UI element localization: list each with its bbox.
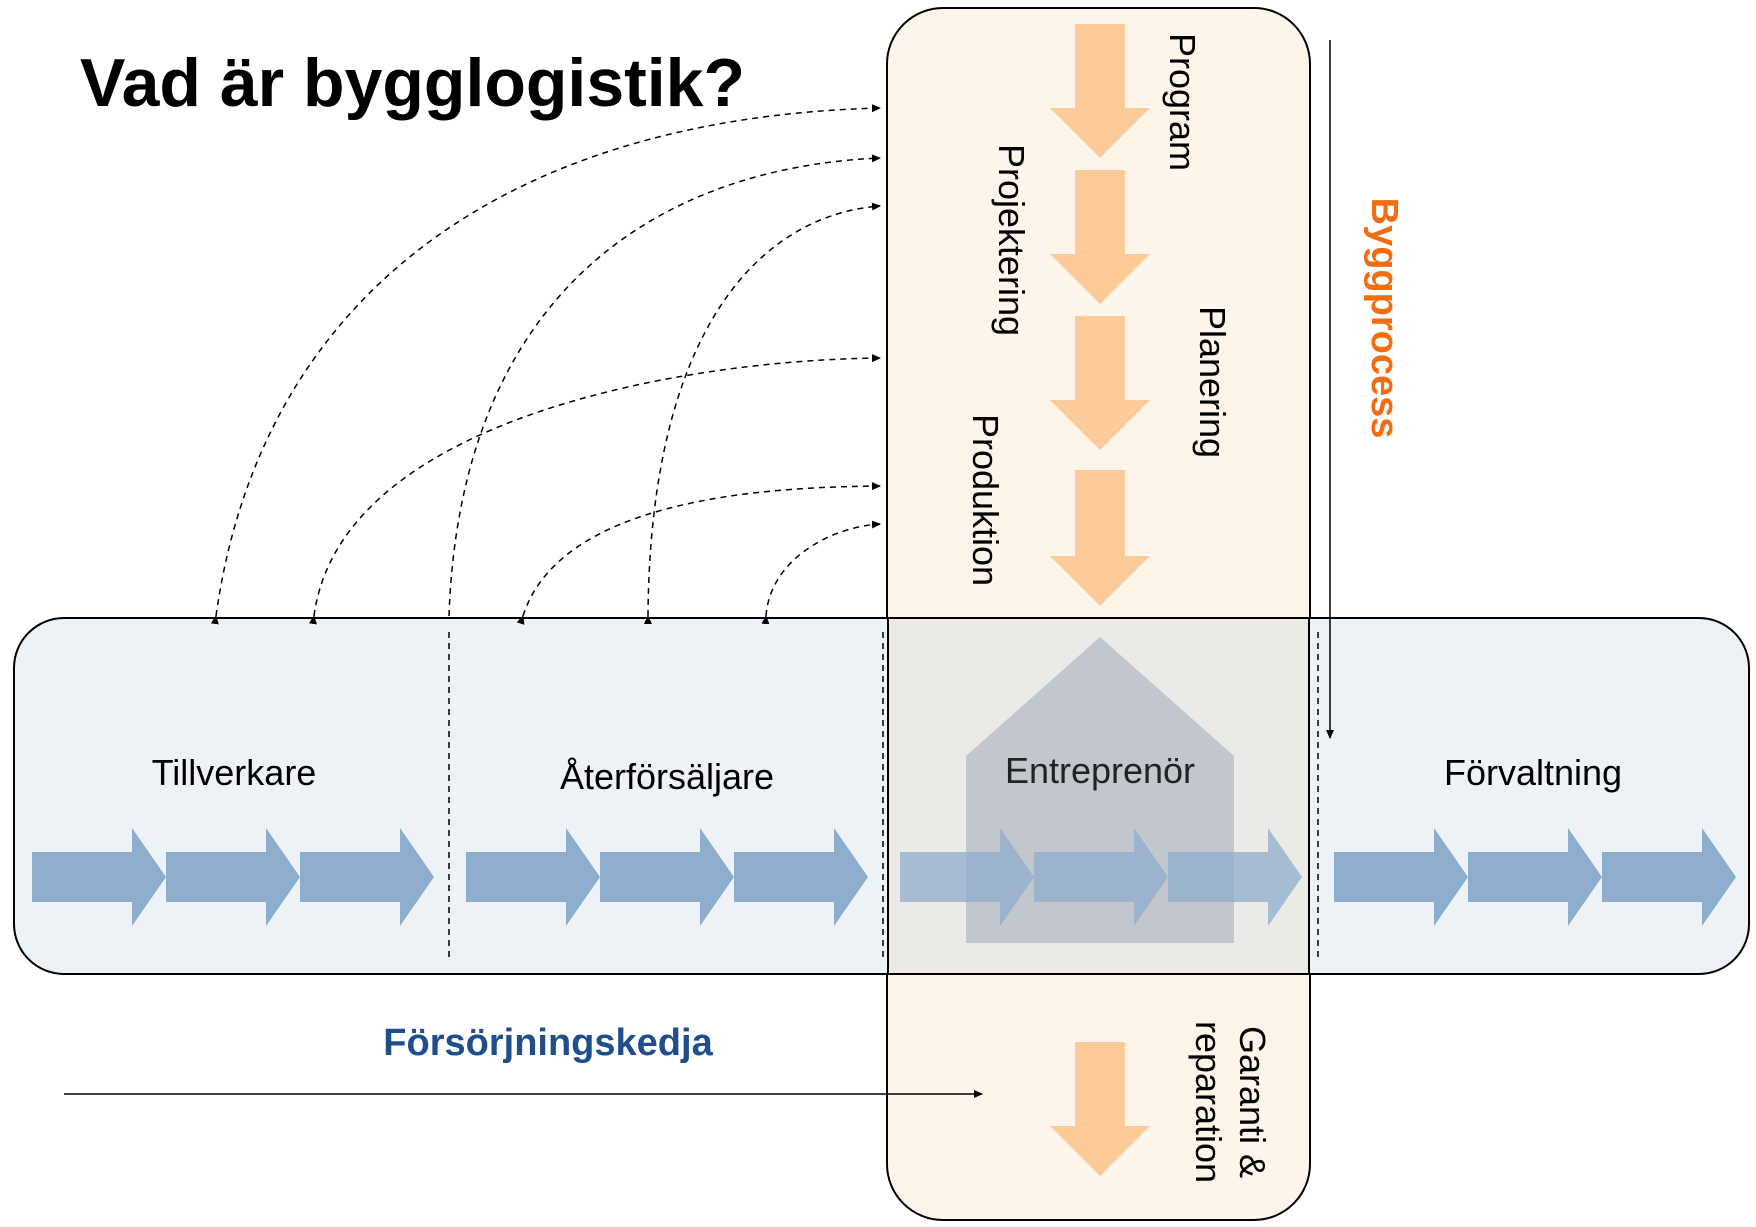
band-overlap-area (888, 619, 1309, 973)
phase-arrow (1050, 24, 1150, 158)
stage-label-facility-management: Förvaltning (1444, 752, 1622, 793)
chain-arrow (1034, 828, 1168, 926)
chain-arrow (734, 828, 868, 926)
contractor-house-shape (966, 637, 1234, 943)
chain-arrow (166, 828, 300, 926)
chain-arrow (32, 828, 166, 926)
information-flow-arcs (210, 104, 881, 625)
supply-chain-label: Försörjningskedja (383, 1022, 713, 1064)
phase-label-planning: Planering (1192, 306, 1233, 458)
chain-arrow (1602, 828, 1736, 926)
phase-arrow (1050, 170, 1150, 304)
flow-arc (516, 482, 881, 625)
process-phase-arrows (1050, 24, 1150, 1176)
flow-arc (210, 104, 881, 625)
phase-arrow (1050, 1042, 1150, 1176)
chain-arrow (466, 828, 600, 926)
chain-arrow (300, 828, 434, 926)
stage-label-manufacturer: Tillverkare (152, 752, 317, 793)
phase-arrow (1050, 470, 1150, 606)
chain-arrow (1468, 828, 1602, 926)
stage-label-retailer: Återförsäljare (560, 756, 774, 797)
flow-arc (643, 202, 881, 625)
stage-label-contractor: Entreprenör (1005, 750, 1195, 791)
phase-label-warranty-line2: reparation (1188, 1021, 1229, 1183)
build-process-label: Byggprocess (1363, 198, 1405, 439)
flow-arc (761, 520, 881, 625)
chain-arrow (1168, 828, 1302, 926)
page-title: Vad är bygglogistik? (80, 45, 745, 121)
phase-label-production: Produktion (965, 414, 1006, 586)
supply-chain-arrows (32, 828, 1736, 926)
flow-arc (448, 154, 881, 617)
chain-arrow (1334, 828, 1468, 926)
phase-arrow (1050, 316, 1150, 450)
supply-chain-band (13, 617, 1750, 975)
phase-label-program: Program (1162, 33, 1203, 171)
flow-arc (308, 354, 881, 625)
chain-arrow (900, 828, 1034, 926)
phase-label-warranty-line1: Garanti & (1232, 1026, 1273, 1178)
chain-arrow (600, 828, 734, 926)
phase-label-design: Projektering (991, 144, 1032, 336)
